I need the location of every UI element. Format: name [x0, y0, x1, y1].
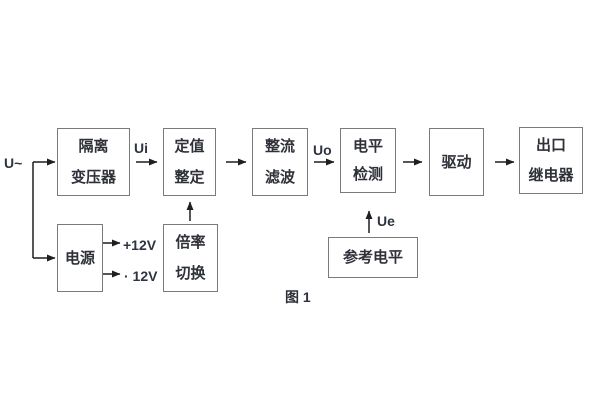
block-label: 继电器 [528, 167, 574, 184]
block-level-detection: 电平 检测 [340, 128, 396, 193]
signal-label-uo: Uo [313, 142, 332, 158]
block-label: 整定 [174, 169, 205, 186]
block-reference-level: 参考电平 [328, 237, 418, 278]
block-label: 电平 [352, 138, 383, 155]
figure-caption: 图 1 [285, 289, 311, 305]
block-isolation-transformer: 隔离 变压器 [57, 128, 130, 196]
signal-label-input: U~ [4, 155, 23, 171]
block-label: 整流 [264, 138, 295, 155]
block-output-relay: 出口 继电器 [519, 127, 583, 194]
signal-label-ue: Ue [377, 213, 395, 229]
block-label: 电源 [64, 249, 95, 267]
block-label: 参考电平 [342, 249, 403, 266]
block-ratio-switch: 倍率 切换 [163, 224, 218, 292]
block-label: 出口 [535, 137, 566, 154]
block-label: 切换 [175, 265, 206, 282]
block-setting: 定值 整定 [163, 128, 216, 196]
signal-label-ui: Ui [134, 140, 148, 156]
block-label: 驱动 [441, 153, 472, 171]
block-label: 定值 [174, 138, 205, 155]
signal-label-plus12v: +12V [123, 237, 157, 253]
block-label: 倍率 [175, 234, 206, 251]
block-label: 检测 [352, 166, 383, 183]
block-label: 隔离 [78, 138, 109, 155]
signal-label-minus12v: · 12V [124, 268, 158, 284]
block-label: 滤波 [264, 169, 295, 186]
block-rectifier-filter: 整流 滤波 [252, 128, 308, 196]
block-power-supply: 电源 [57, 224, 103, 292]
block-label: 变压器 [70, 169, 116, 186]
block-drive: 驱动 [429, 128, 484, 196]
